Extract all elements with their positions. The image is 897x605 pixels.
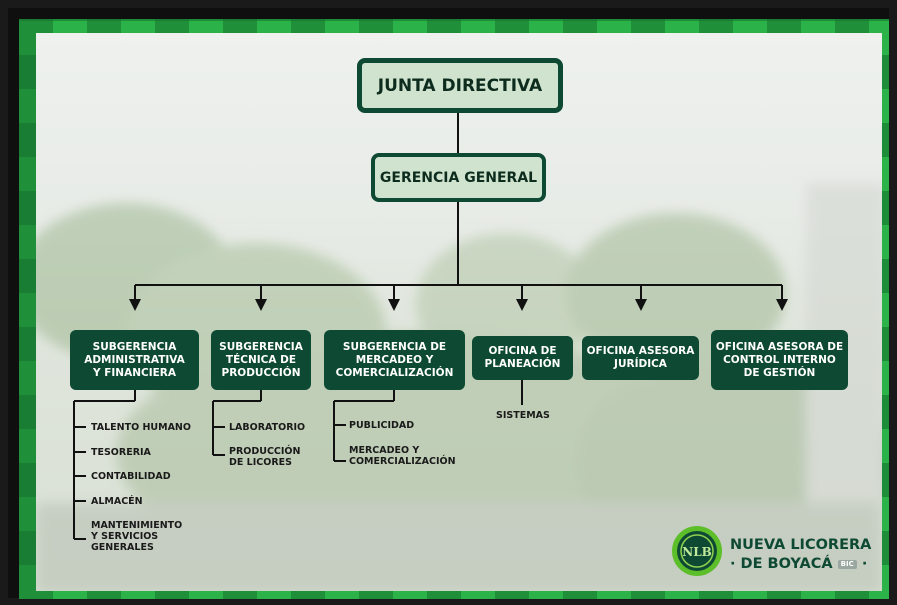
connector-lines	[73, 113, 788, 540]
logo-dot: ·	[861, 556, 868, 572]
dept-mercadeo: SUBGERENCIA DE MERCADEO Y COMERCIALIZACI…	[324, 330, 465, 390]
dept-planeacion: OFICINA DE PLANEACIÓN	[472, 336, 573, 380]
nlb-logo-icon: NLB	[672, 526, 722, 576]
list-item: LABORATORIO	[229, 422, 306, 433]
org-chart-panel: JUNTA DIRECTIVA GERENCIA GENERAL SUBGERE…	[36, 33, 882, 591]
arrow-head	[635, 299, 647, 311]
logo-line2: · DE BOYACÁ	[730, 556, 833, 572]
dept-juridica: OFICINA ASESORA JURÍDICA	[582, 336, 699, 380]
arrow-head	[776, 299, 788, 311]
logo-monogram: NLB	[682, 545, 712, 559]
dept-tecnica-produccion: SUBGERENCIA TÉCNICA DE PRODUCCIÓN	[211, 330, 311, 390]
logo-line2-wrap: · DE BOYACÁ BIC ·	[730, 555, 867, 573]
arrow-head	[388, 299, 400, 311]
list-item: TESORERIA	[91, 447, 151, 458]
dept-admin-financiera: SUBGERENCIA ADMINISTRATIVA Y FINANCIERA	[70, 330, 199, 390]
gerencia-general-box: GERENCIA GENERAL	[371, 153, 546, 202]
list-item: SISTEMAS	[496, 410, 550, 421]
arrow-head	[516, 299, 528, 311]
arrow-head	[255, 299, 267, 311]
list-item: CONTABILIDAD	[91, 471, 171, 482]
logo-line1: NUEVA LICORERA	[730, 537, 872, 553]
list-item: MANTENIMIENTO Y SERVICIOS GENERALES	[91, 520, 183, 553]
junta-directiva-box: JUNTA DIRECTIVA	[357, 58, 563, 113]
list-item: TALENTO HUMANO	[91, 422, 191, 433]
list-item: ALMACÉN	[91, 496, 143, 507]
list-item: PRODUCCIÓN DE LICORES	[229, 446, 301, 468]
list-item: PUBLICIDAD	[349, 420, 415, 431]
dept-control-interno: OFICINA ASESORA DE CONTROL INTERNO DE GE…	[711, 330, 848, 390]
logo-badge: BIC	[837, 559, 857, 569]
list-item: MERCADEO Y COMERCIALIZACIÓN	[349, 445, 456, 467]
arrow-head	[129, 299, 141, 311]
